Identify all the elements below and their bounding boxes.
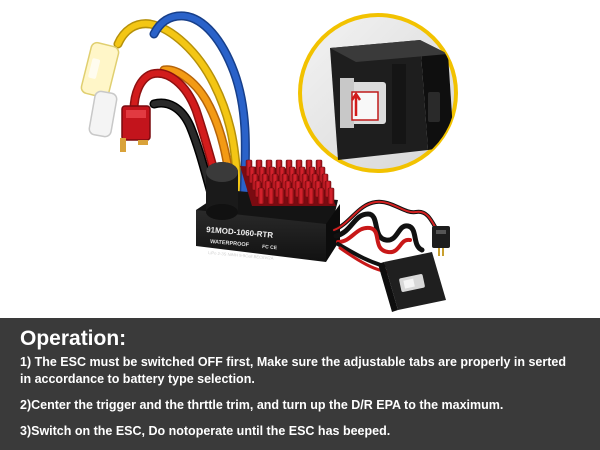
switch-zoom-inset [298,13,458,173]
operation-title: Operation: [20,327,127,350]
cert-marks: FC CE [262,244,278,251]
heatsink-fin [317,187,325,205]
heatsink-fin [327,187,335,205]
esc-unit: 91MOD-1060-RTR WATERPROOF FC CE LiPo 2-3… [196,159,340,262]
heatsink-fin [267,187,275,205]
instruction-step-2: 2)Center the trigger and the thrttle tri… [20,398,504,412]
instruction-step-1: 1) The ESC must be switched OFF first, M… [20,355,566,386]
heatsink-fin [277,187,285,205]
bullet-connectors [80,41,120,138]
t-plug-connector [120,105,151,152]
heatsink-fin [297,187,305,205]
operation-instructions-panel: Operation: 1) The ESC must be switched O… [0,318,600,450]
instruction-step-3: 3)Switch on the ESC, Do notoperate until… [20,424,391,438]
waterproof-label: WATERPROOF [210,239,250,248]
heatsink-fin [307,187,315,205]
receiver-plug [432,226,450,256]
switch-icon [378,252,446,312]
heatsink-fin [257,187,265,205]
esc-product-photo: 91MOD-1060-RTR WATERPROOF FC CE LiPo 2-3… [80,11,458,312]
heatsink-fin [287,187,295,205]
spec-line: LiPo 2-3S NiMH 5-9Cell BEC6V/2A [208,250,274,261]
arrow-icon [350,91,362,116]
heatsink [240,159,336,206]
